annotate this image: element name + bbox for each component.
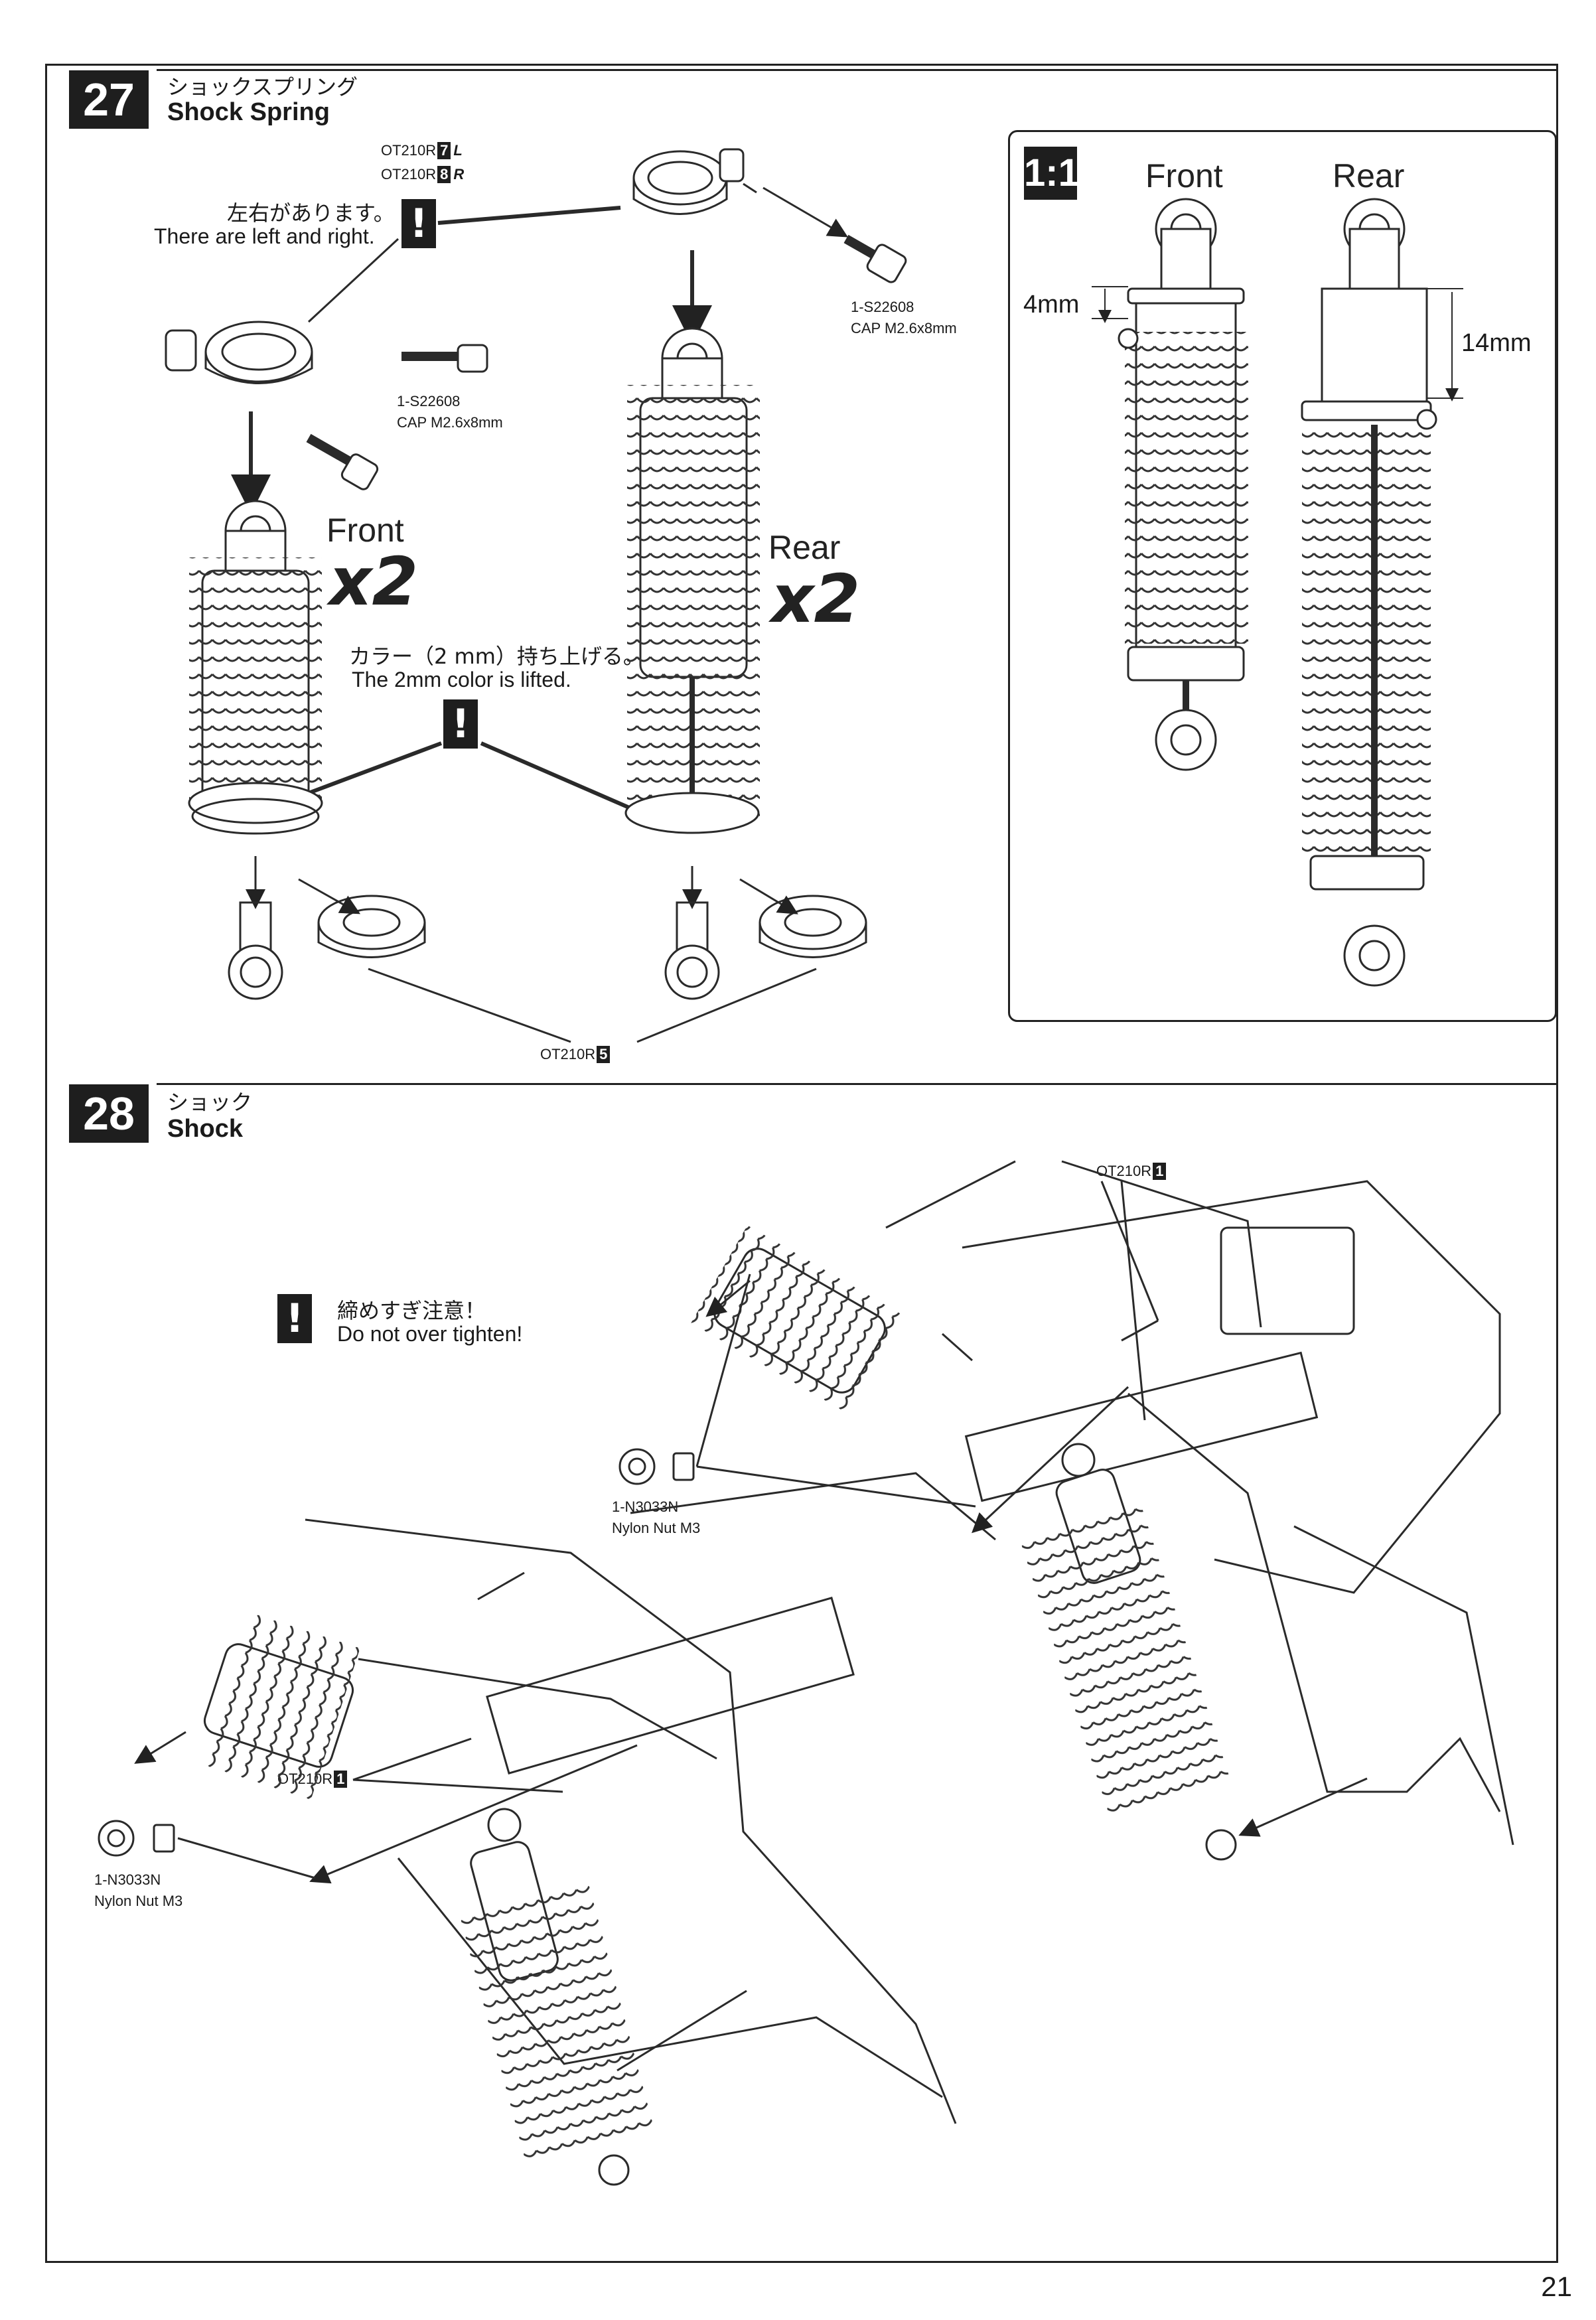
note-left-right-jp: 左右があります。 bbox=[227, 200, 395, 226]
step-27-rule bbox=[157, 69, 1557, 71]
scale-rear-label: Rear bbox=[1333, 157, 1405, 194]
page-number: 21 bbox=[1541, 2271, 1572, 2302]
warning-icon: ! bbox=[401, 199, 436, 248]
chassis-upper-rear bbox=[962, 1160, 1514, 1846]
screw-a-desc: CAP M2.6x8mm bbox=[851, 320, 957, 336]
rear-qty: x2 bbox=[771, 560, 861, 638]
cap-screw-icon bbox=[843, 234, 907, 283]
shock-lower-right bbox=[461, 1808, 654, 2186]
rear-label: Rear bbox=[768, 529, 841, 566]
rear-upper-collar bbox=[632, 148, 745, 215]
scale-front-dimension: 4mm bbox=[1023, 291, 1080, 319]
scale-rear-shock bbox=[1301, 198, 1437, 987]
shock-upper-right bbox=[1019, 1443, 1237, 1861]
front-upper-collar bbox=[165, 321, 313, 384]
scale-rear-dimension: 14mm bbox=[1461, 329, 1532, 357]
nut-upper-code: 1-N3033N bbox=[612, 1498, 679, 1515]
scale-front-shock bbox=[1118, 198, 1248, 771]
nut-lower-code: 1-N3033N bbox=[94, 1871, 161, 1888]
step-28-title-en: Shock bbox=[167, 1115, 244, 1143]
screw-a-code: 1-S22608 bbox=[851, 299, 914, 315]
page-frame bbox=[45, 64, 1558, 2263]
shock-upper-left bbox=[691, 1225, 908, 1416]
nylon-nut-icon bbox=[98, 1820, 175, 1857]
spring-cup-rear bbox=[759, 895, 867, 958]
warn-tighten-en: Do not over tighten! bbox=[337, 1322, 523, 1346]
step-28-rule bbox=[157, 1083, 1557, 1085]
scale-1-1-badge: 1:1 bbox=[1024, 147, 1080, 200]
cap-screw-icon bbox=[401, 344, 488, 373]
note-left-right-en: There are left and right. bbox=[154, 224, 375, 248]
rear-shock-assembly bbox=[624, 327, 760, 834]
chassis-lower-front bbox=[305, 1472, 996, 2124]
warning-icon: ! bbox=[277, 1294, 312, 1343]
rod-end-front bbox=[228, 901, 283, 1000]
step-28-title-jp: ショック bbox=[167, 1090, 253, 1115]
note-collar-jp: カラー（2 mm）持ち上げる。 bbox=[349, 644, 644, 669]
nut-lower-desc: Nylon Nut M3 bbox=[94, 1893, 183, 1909]
front-shock-assembly bbox=[188, 500, 323, 835]
step-27-title-en: Shock Spring bbox=[167, 98, 330, 126]
scale-front-label: Front bbox=[1145, 157, 1223, 194]
warn-tighten-jp: 締めすぎ注意！ bbox=[337, 1298, 486, 1323]
nut-upper-desc: Nylon Nut M3 bbox=[612, 1520, 701, 1536]
warning-icon: ! bbox=[443, 699, 478, 749]
note-collar-en: The 2mm color is lifted. bbox=[352, 668, 571, 691]
shock-lower-left bbox=[197, 1611, 360, 1800]
spring-cup-front bbox=[317, 895, 426, 958]
step-28-badge: 28 bbox=[69, 1084, 149, 1143]
step-27-badge: 27 bbox=[69, 70, 149, 129]
scale-panel bbox=[1008, 130, 1557, 1022]
nylon-nut-icon bbox=[618, 1448, 695, 1485]
cap-screw-icon bbox=[306, 433, 379, 490]
screw-b-code: 1-S22608 bbox=[397, 393, 461, 409]
step-27-title-jp: ショックスプリング bbox=[167, 74, 358, 100]
rod-end-rear bbox=[664, 901, 720, 1000]
front-label: Front bbox=[326, 512, 404, 549]
screw-b-desc: CAP M2.6x8mm bbox=[397, 414, 503, 431]
front-qty: x2 bbox=[329, 543, 419, 620]
